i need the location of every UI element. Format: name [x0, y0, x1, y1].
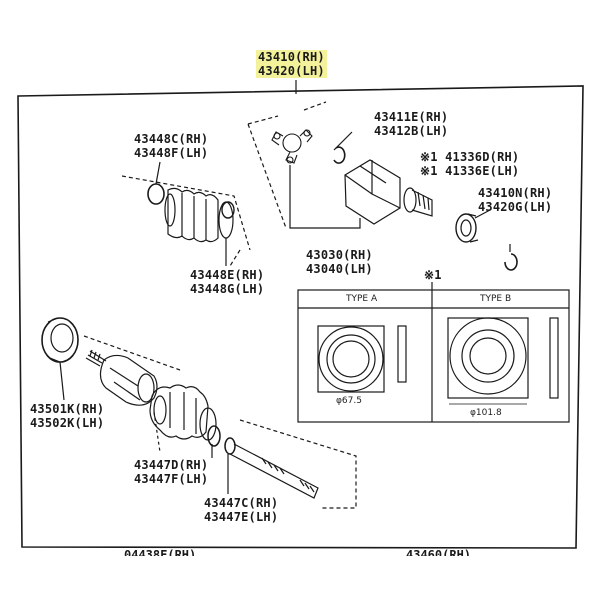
label-boot-lh: 43448G(LH) — [190, 282, 265, 296]
cutoff-label-right: 43460(RH) — [406, 548, 472, 556]
type-a-title: TYPE A — [346, 294, 378, 304]
seal-ring-41336 — [455, 213, 479, 243]
label-snap-lh: 43420G(LH) — [478, 200, 553, 214]
tripod-dash-bracket — [247, 101, 327, 229]
cutoff-label-left: 04438F(RH) — [124, 548, 197, 556]
type-b-dimension: φ101.8 — [470, 408, 502, 418]
tripod-spider — [271, 129, 313, 164]
type-a-dimension: φ67.5 — [336, 396, 362, 406]
outer-boot-clamp-small — [224, 437, 236, 455]
label-outer-boot-rh: 43447D(RH) — [134, 458, 209, 472]
label-seal-note-lh: ※1 41336E(LH) — [420, 164, 520, 178]
label-inner-joint-lh: 43040(LH) — [306, 262, 373, 276]
outer-dust-seal — [41, 317, 79, 363]
type-a-seal — [317, 325, 407, 393]
type-b-title: TYPE B — [480, 294, 512, 304]
label-boot-clamp-rh: 43448C(RH) — [134, 132, 209, 146]
snap-ring — [333, 146, 346, 164]
label-boot-rh: 43448E(RH) — [190, 268, 265, 282]
outer-dash-box — [83, 335, 357, 509]
label-seal-note-rh: ※1 41336D(RH) — [420, 150, 520, 164]
drive-shaft — [229, 443, 319, 499]
label-boot-clamp-lh: 43448F(LH) — [134, 146, 209, 160]
boot-clamp-43448c — [147, 183, 165, 205]
type-inset — [297, 282, 570, 423]
outer-cv-joint — [85, 349, 158, 406]
boot-dash-box — [121, 175, 251, 267]
snap-ring-43410n — [504, 253, 518, 271]
note-marker: ※1 — [424, 268, 442, 282]
inner-boot-clamp — [221, 201, 235, 219]
label-hub-nut-lh: 43412B(LH) — [374, 124, 449, 138]
header-part-rh: 43410(RH) — [256, 50, 327, 64]
main-frame — [17, 85, 584, 549]
outer-boot-clamp-big — [207, 425, 221, 447]
header-part-lh: 43420(LH) — [256, 64, 327, 78]
inner-joint-housing — [344, 159, 433, 225]
label-outer-clamp-lh: 43447E(LH) — [204, 510, 279, 524]
outer-boot — [149, 384, 217, 441]
type-b-seal — [447, 317, 559, 405]
label-dust-seal-rh: 43501K(RH) — [30, 402, 105, 416]
label-inner-joint-rh: 43030(RH) — [306, 248, 373, 262]
label-outer-clamp-rh: 43447C(RH) — [204, 496, 279, 510]
label-snap-rh: 43410N(RH) — [478, 186, 553, 200]
label-outer-boot-lh: 43447F(LH) — [134, 472, 209, 486]
label-hub-nut-rh: 43411E(RH) — [374, 110, 449, 124]
label-dust-seal-lh: 43502K(LH) — [30, 416, 105, 430]
